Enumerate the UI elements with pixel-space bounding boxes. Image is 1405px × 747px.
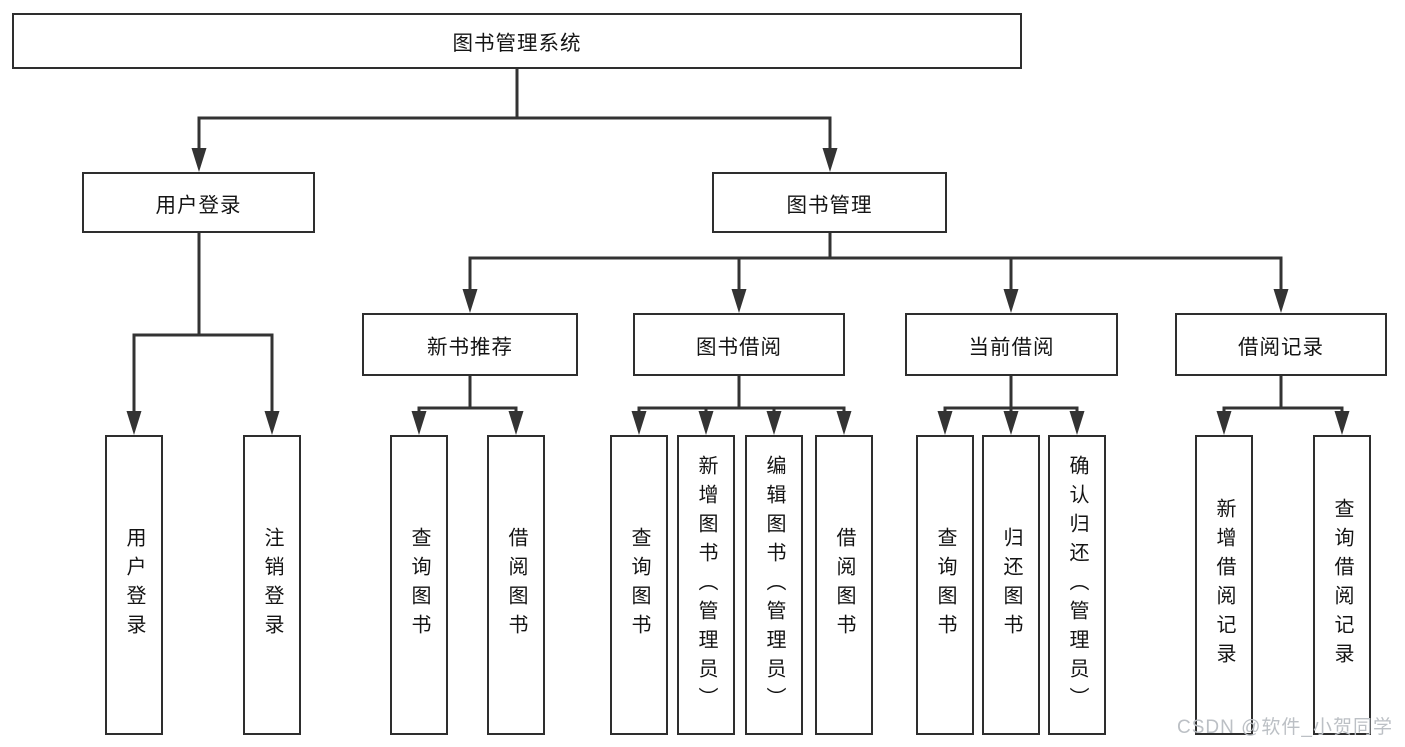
leaf-borrow-books-1: 借阅图书 (487, 435, 545, 735)
leaf-label: 编辑图书（管理员） (763, 454, 785, 716)
leaf-label: 借阅图书 (833, 527, 855, 643)
leaf-label: 归还图书 (1000, 527, 1022, 643)
node-book-borrow: 图书借阅 (633, 313, 845, 376)
leaf-label: 注销登录 (261, 527, 283, 643)
leaf-label: 查询图书 (628, 527, 650, 643)
leaf-return-book: 归还图书 (982, 435, 1040, 735)
leaf-label: 借阅图书 (505, 527, 527, 643)
leaf-label: 查询图书 (408, 527, 430, 643)
node-label: 当前借阅 (968, 335, 1055, 359)
leaf-label: 新增借阅记录 (1213, 498, 1235, 672)
node-label: 借阅记录 (1238, 335, 1324, 359)
leaf-query-books-2: 查询图书 (610, 435, 668, 735)
leaf-query-books-3: 查询图书 (916, 435, 974, 735)
node-library-management-system: 图书管理系统 (12, 13, 1022, 69)
node-label: 新书推荐 (427, 335, 513, 359)
leaf-label: 新增图书（管理员） (695, 454, 717, 716)
leaf-label: 确认归还（管理员） (1066, 454, 1088, 716)
leaf-user-login: 用户登录 (105, 435, 163, 735)
leaf-edit-book-admin: 编辑图书（管理员） (745, 435, 803, 735)
node-current-borrow: 当前借阅 (905, 313, 1118, 376)
leaf-add-borrow-record: 新增借阅记录 (1195, 435, 1253, 735)
leaf-query-borrow-record: 查询借阅记录 (1313, 435, 1371, 735)
csdn-watermark: CSDN @软件_小贺同学 (1177, 717, 1393, 738)
node-borrow-record: 借阅记录 (1175, 313, 1387, 376)
leaf-query-books-1: 查询图书 (390, 435, 448, 735)
leaf-add-book-admin: 新增图书（管理员） (677, 435, 735, 735)
node-book-management: 图书管理 (712, 172, 947, 233)
leaf-label: 用户登录 (123, 527, 145, 643)
node-label: 图书管理系统 (452, 32, 582, 55)
node-label: 用户登录 (155, 193, 242, 217)
leaf-label: 查询借阅记录 (1331, 498, 1353, 672)
leaf-label: 查询图书 (934, 527, 956, 643)
node-label: 图书管理 (786, 193, 873, 217)
node-label: 图书借阅 (696, 335, 782, 359)
arrowheads (126, 148, 1350, 435)
leaf-confirm-return-admin: 确认归还（管理员） (1048, 435, 1106, 735)
node-user-login: 用户登录 (82, 172, 315, 233)
leaf-logout: 注销登录 (243, 435, 301, 735)
node-new-book-recommend: 新书推荐 (362, 313, 578, 376)
leaf-borrow-books-2: 借阅图书 (815, 435, 873, 735)
